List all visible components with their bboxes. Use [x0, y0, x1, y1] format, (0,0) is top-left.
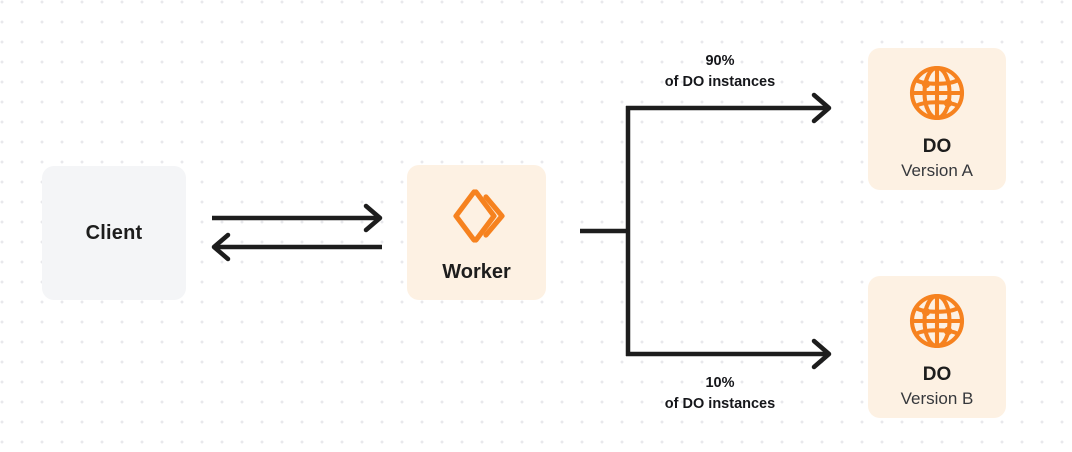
arrow-client-to-worker	[212, 203, 383, 233]
edge-label-do-b-percent: 10%	[705, 375, 735, 391]
edge-label-do-b: 10% of DO instances	[605, 373, 835, 414]
arrow-worker-to-do-b	[626, 338, 832, 370]
do-b-sublabel: Version B	[900, 389, 974, 409]
node-do-a[interactable]: DO Version A	[868, 48, 1006, 190]
client-label: Client	[85, 221, 143, 244]
do-b-label: DO	[922, 364, 952, 386]
globe-icon	[907, 291, 967, 351]
globe-icon	[907, 63, 967, 123]
workers-logo-icon	[446, 185, 508, 247]
do-a-sublabel: Version A	[901, 161, 973, 181]
edge-label-do-a-percent: 90%	[705, 53, 735, 69]
edge-label-do-b-caption: of DO instances	[664, 395, 776, 412]
edge-label-do-a: 90% of DO instances	[605, 51, 835, 92]
node-do-b[interactable]: DO Version B	[868, 276, 1006, 418]
arrow-worker-to-do-a	[626, 92, 832, 124]
arrow-worker-to-client	[211, 232, 382, 262]
edge-label-do-a-caption: of DO instances	[664, 73, 776, 90]
node-worker[interactable]: Worker	[407, 165, 546, 300]
node-client[interactable]: Client	[42, 166, 186, 300]
do-a-label: DO	[922, 136, 952, 158]
worker-label: Worker	[442, 261, 511, 283]
